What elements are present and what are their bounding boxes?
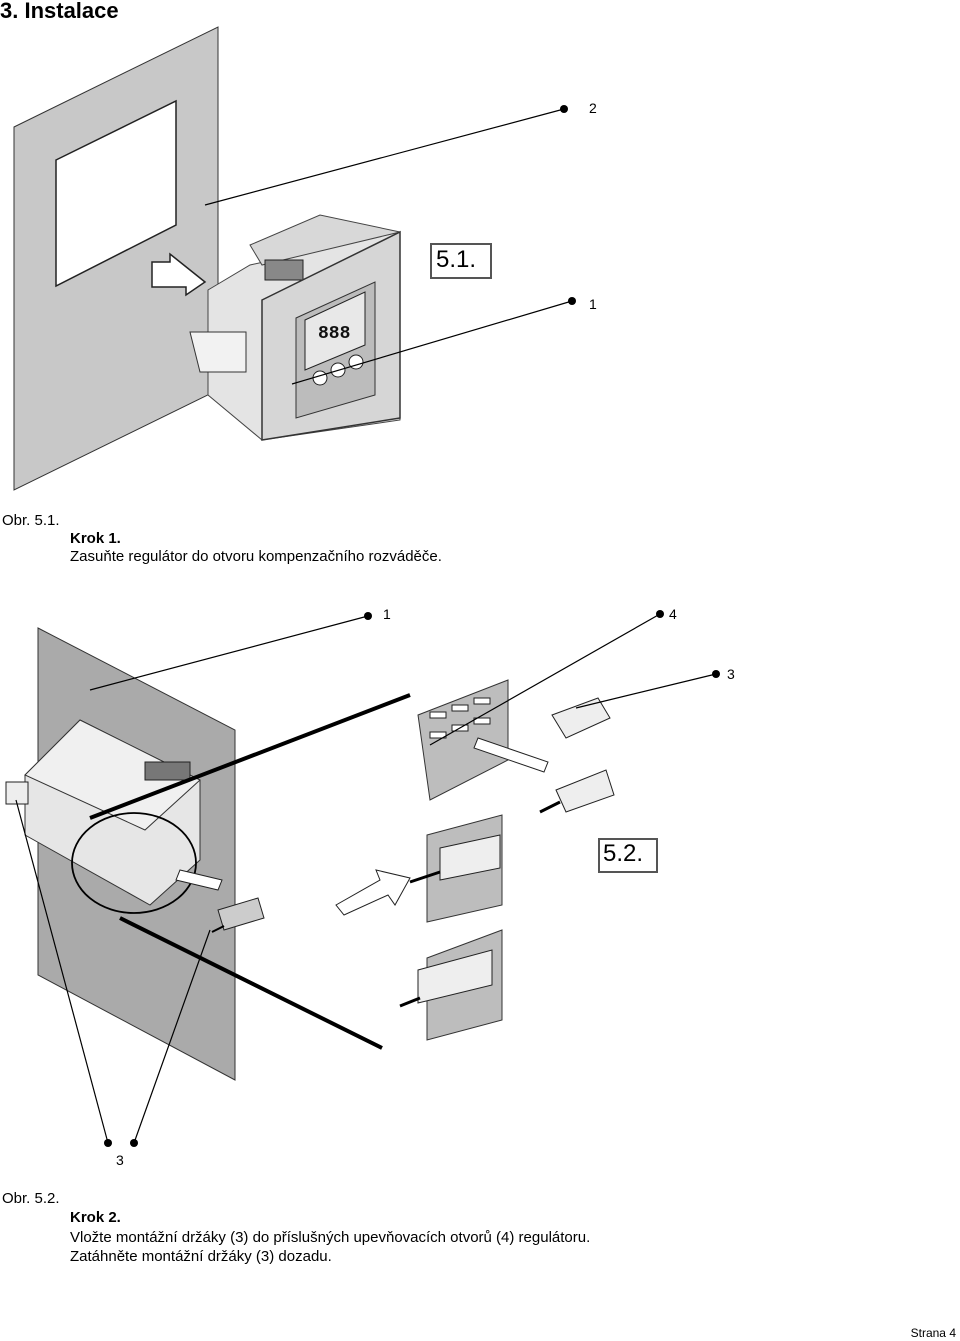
callout-1-fig2: 1 [383,606,391,622]
detail-2-bracket [439,834,501,881]
svg-text:888: 888 [318,324,350,344]
detail-slide-plate [473,737,549,773]
bracket-piece-2 [555,769,615,813]
page-title: 3. Instalace [0,0,119,23]
callout-1: 1 [589,296,597,312]
step-label-2: Krok 2. [70,1209,121,1226]
detail-panel-slots [417,679,509,801]
figure-label-box-5-2 [598,838,658,873]
bracket-piece-1 [551,697,611,739]
panel-opening [55,99,177,288]
detail-2-arrow [335,869,411,916]
figure-caption-5-1: Obr. 5.1. [2,512,60,529]
insert-arrow-5-1 [151,252,207,297]
bracket-in-panel [217,897,265,931]
step-label-1: Krok 1. [70,530,121,547]
slide-arrow [175,869,223,891]
step-text-2b: Zatáhněte montážní držáky (3) dozadu. [70,1248,332,1265]
callout-2: 2 [589,100,597,116]
callout-4: 4 [669,606,677,622]
side-bracket-left [5,781,29,805]
device-terminals [264,259,304,281]
figure-label-box-5-1 [430,243,492,279]
step-text-1: Zasuňte regulátor do otvoru kompenzačníh… [70,548,442,565]
device-display [304,291,366,371]
figure-label-5-1: 5.1. [436,246,477,273]
detail-3-bracket [417,949,493,1004]
device-side-terminals [144,761,191,781]
figure-label-5-2: 5.2. [603,840,644,867]
detail-circle [71,812,197,914]
page-footer: Strana 4 [910,1326,956,1340]
figure-caption-5-2: Obr. 5.2. [2,1190,60,1207]
device-rear-connector [189,331,247,373]
callout-3-bottom: 3 [116,1152,124,1168]
callout-3-top: 3 [727,666,735,682]
step-text-2a: Vložte montážní držáky (3) do příslušnýc… [70,1229,591,1246]
